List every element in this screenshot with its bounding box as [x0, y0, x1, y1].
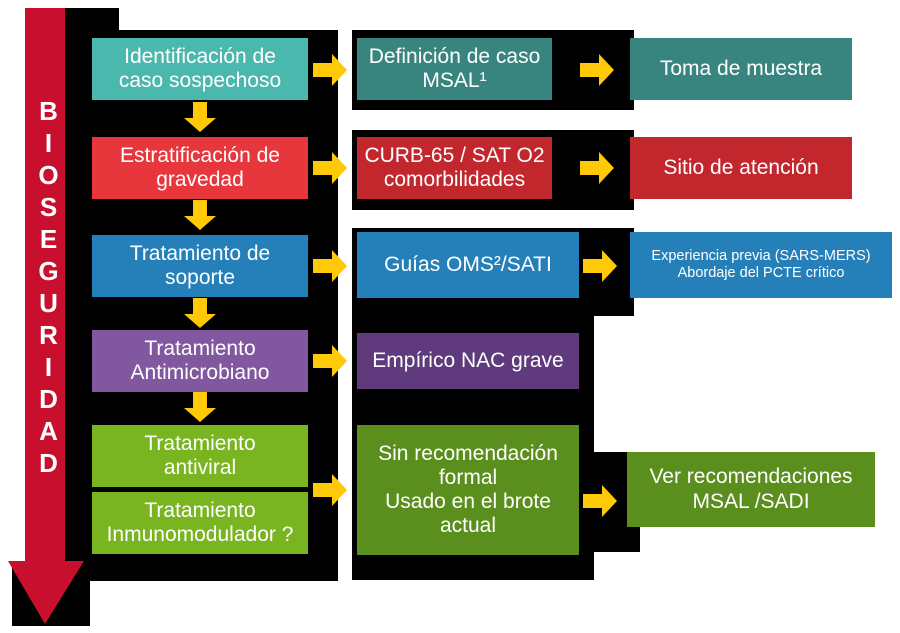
arrow-right-row3-a: [313, 250, 347, 282]
bioseguridad-banner: BIOSEGURIDAD: [8, 8, 88, 626]
box-line-2: MSAL¹: [422, 69, 487, 92]
box-line-1: Identificación de: [124, 44, 276, 68]
box-line-2: soporte: [164, 266, 236, 289]
box-line-1: Tratamiento: [144, 498, 256, 522]
box-toma-de-muestra[interactable]: Toma de muestra: [630, 38, 852, 100]
box-identificacion-caso-sospechoso[interactable]: Identificación de caso sospechoso: [92, 38, 308, 100]
box-line-1: CURB-65 / SAT O2: [364, 143, 545, 167]
box-line-2: Abordaje del PCTE crítico: [677, 265, 845, 281]
box-line-1: Ver recomendaciones: [649, 465, 853, 489]
box-line-1: Tratamiento de: [129, 241, 271, 265]
arrow-right-row2-b: [580, 152, 614, 184]
box-sitio-de-atencion[interactable]: Sitio de atención: [630, 137, 852, 199]
box-line-2: Antimicrobiano: [130, 361, 270, 384]
box-ver-recomendaciones-msal-sadi[interactable]: Ver recomendaciones MSAL /SADI: [627, 452, 875, 527]
box-line-1: Sin recomendación: [378, 441, 558, 465]
box-line-2: gravedad: [156, 168, 244, 191]
arrow-right-row2-a: [313, 152, 347, 184]
arrow-down-row1-to-row2: [184, 102, 216, 132]
box-empirico-nac-grave[interactable]: Empírico NAC grave: [357, 333, 579, 389]
box-line-3: Usado en el brote: [385, 490, 551, 513]
box-line-2: formal: [438, 465, 498, 489]
box-experiencia-previa-sars-mers[interactable]: Experiencia previa (SARS-MERS) Abordaje …: [630, 232, 892, 298]
box-line-2: caso sospechoso: [118, 69, 282, 92]
box-line-2: Inmunomodulador ?: [106, 523, 294, 546]
box-line-2: antiviral: [163, 456, 237, 479]
box-line-1: Guías OMS²/SATI: [384, 252, 552, 276]
arrow-right-row3-b: [583, 250, 617, 282]
box-guias-oms-sati[interactable]: Guías OMS²/SATI: [357, 232, 579, 298]
box-tratamiento-inmunomodulador[interactable]: Tratamiento Inmunomodulador ?: [92, 492, 308, 554]
box-line-1: Sitio de atención: [663, 155, 819, 179]
box-estratificacion-de-gravedad[interactable]: Estratificación de gravedad: [92, 137, 308, 199]
box-tratamiento-de-soporte[interactable]: Tratamiento de soporte: [92, 235, 308, 297]
box-line-1: Empírico NAC grave: [372, 348, 564, 372]
arrow-right-row4-a: [313, 345, 347, 377]
box-definicion-de-caso-msal[interactable]: Definición de caso MSAL¹: [357, 38, 552, 100]
bioseguridad-arrow-shape: [8, 8, 84, 624]
arrow-down-row4-to-row5: [184, 392, 216, 422]
box-line-4: actual: [439, 514, 497, 538]
box-tratamiento-antimicrobiano[interactable]: Tratamiento Antimicrobiano: [92, 330, 308, 392]
arrow-right-row5-a: [313, 474, 347, 506]
box-sin-recomendacion-formal[interactable]: Sin recomendación formal Usado en el bro…: [357, 425, 579, 555]
box-line-1: Estratificación de: [120, 143, 280, 167]
arrow-right-row1-b: [580, 54, 614, 86]
backdrop-col1-top: [57, 8, 119, 38]
box-line-1: Definición de caso: [368, 44, 541, 68]
arrow-down-row2-to-row3: [184, 200, 216, 230]
box-line-1: Toma de muestra: [659, 56, 823, 80]
arrow-right-row5-b: [583, 485, 617, 517]
box-tratamiento-antiviral[interactable]: Tratamiento antiviral: [92, 425, 308, 487]
box-line-2: comorbilidades: [383, 168, 526, 191]
box-line-1: Tratamiento: [144, 431, 256, 455]
box-line-2: MSAL /SADI: [692, 489, 810, 513]
box-line-1: Tratamiento: [144, 336, 256, 360]
box-line-1: Experiencia previa (SARS-MERS): [651, 248, 871, 265]
box-curb65-sat-o2-comorbilidades[interactable]: CURB-65 / SAT O2 comorbilidades: [357, 137, 552, 199]
arrow-right-row1-a: [313, 54, 347, 86]
arrow-down-row3-to-row4: [184, 298, 216, 328]
